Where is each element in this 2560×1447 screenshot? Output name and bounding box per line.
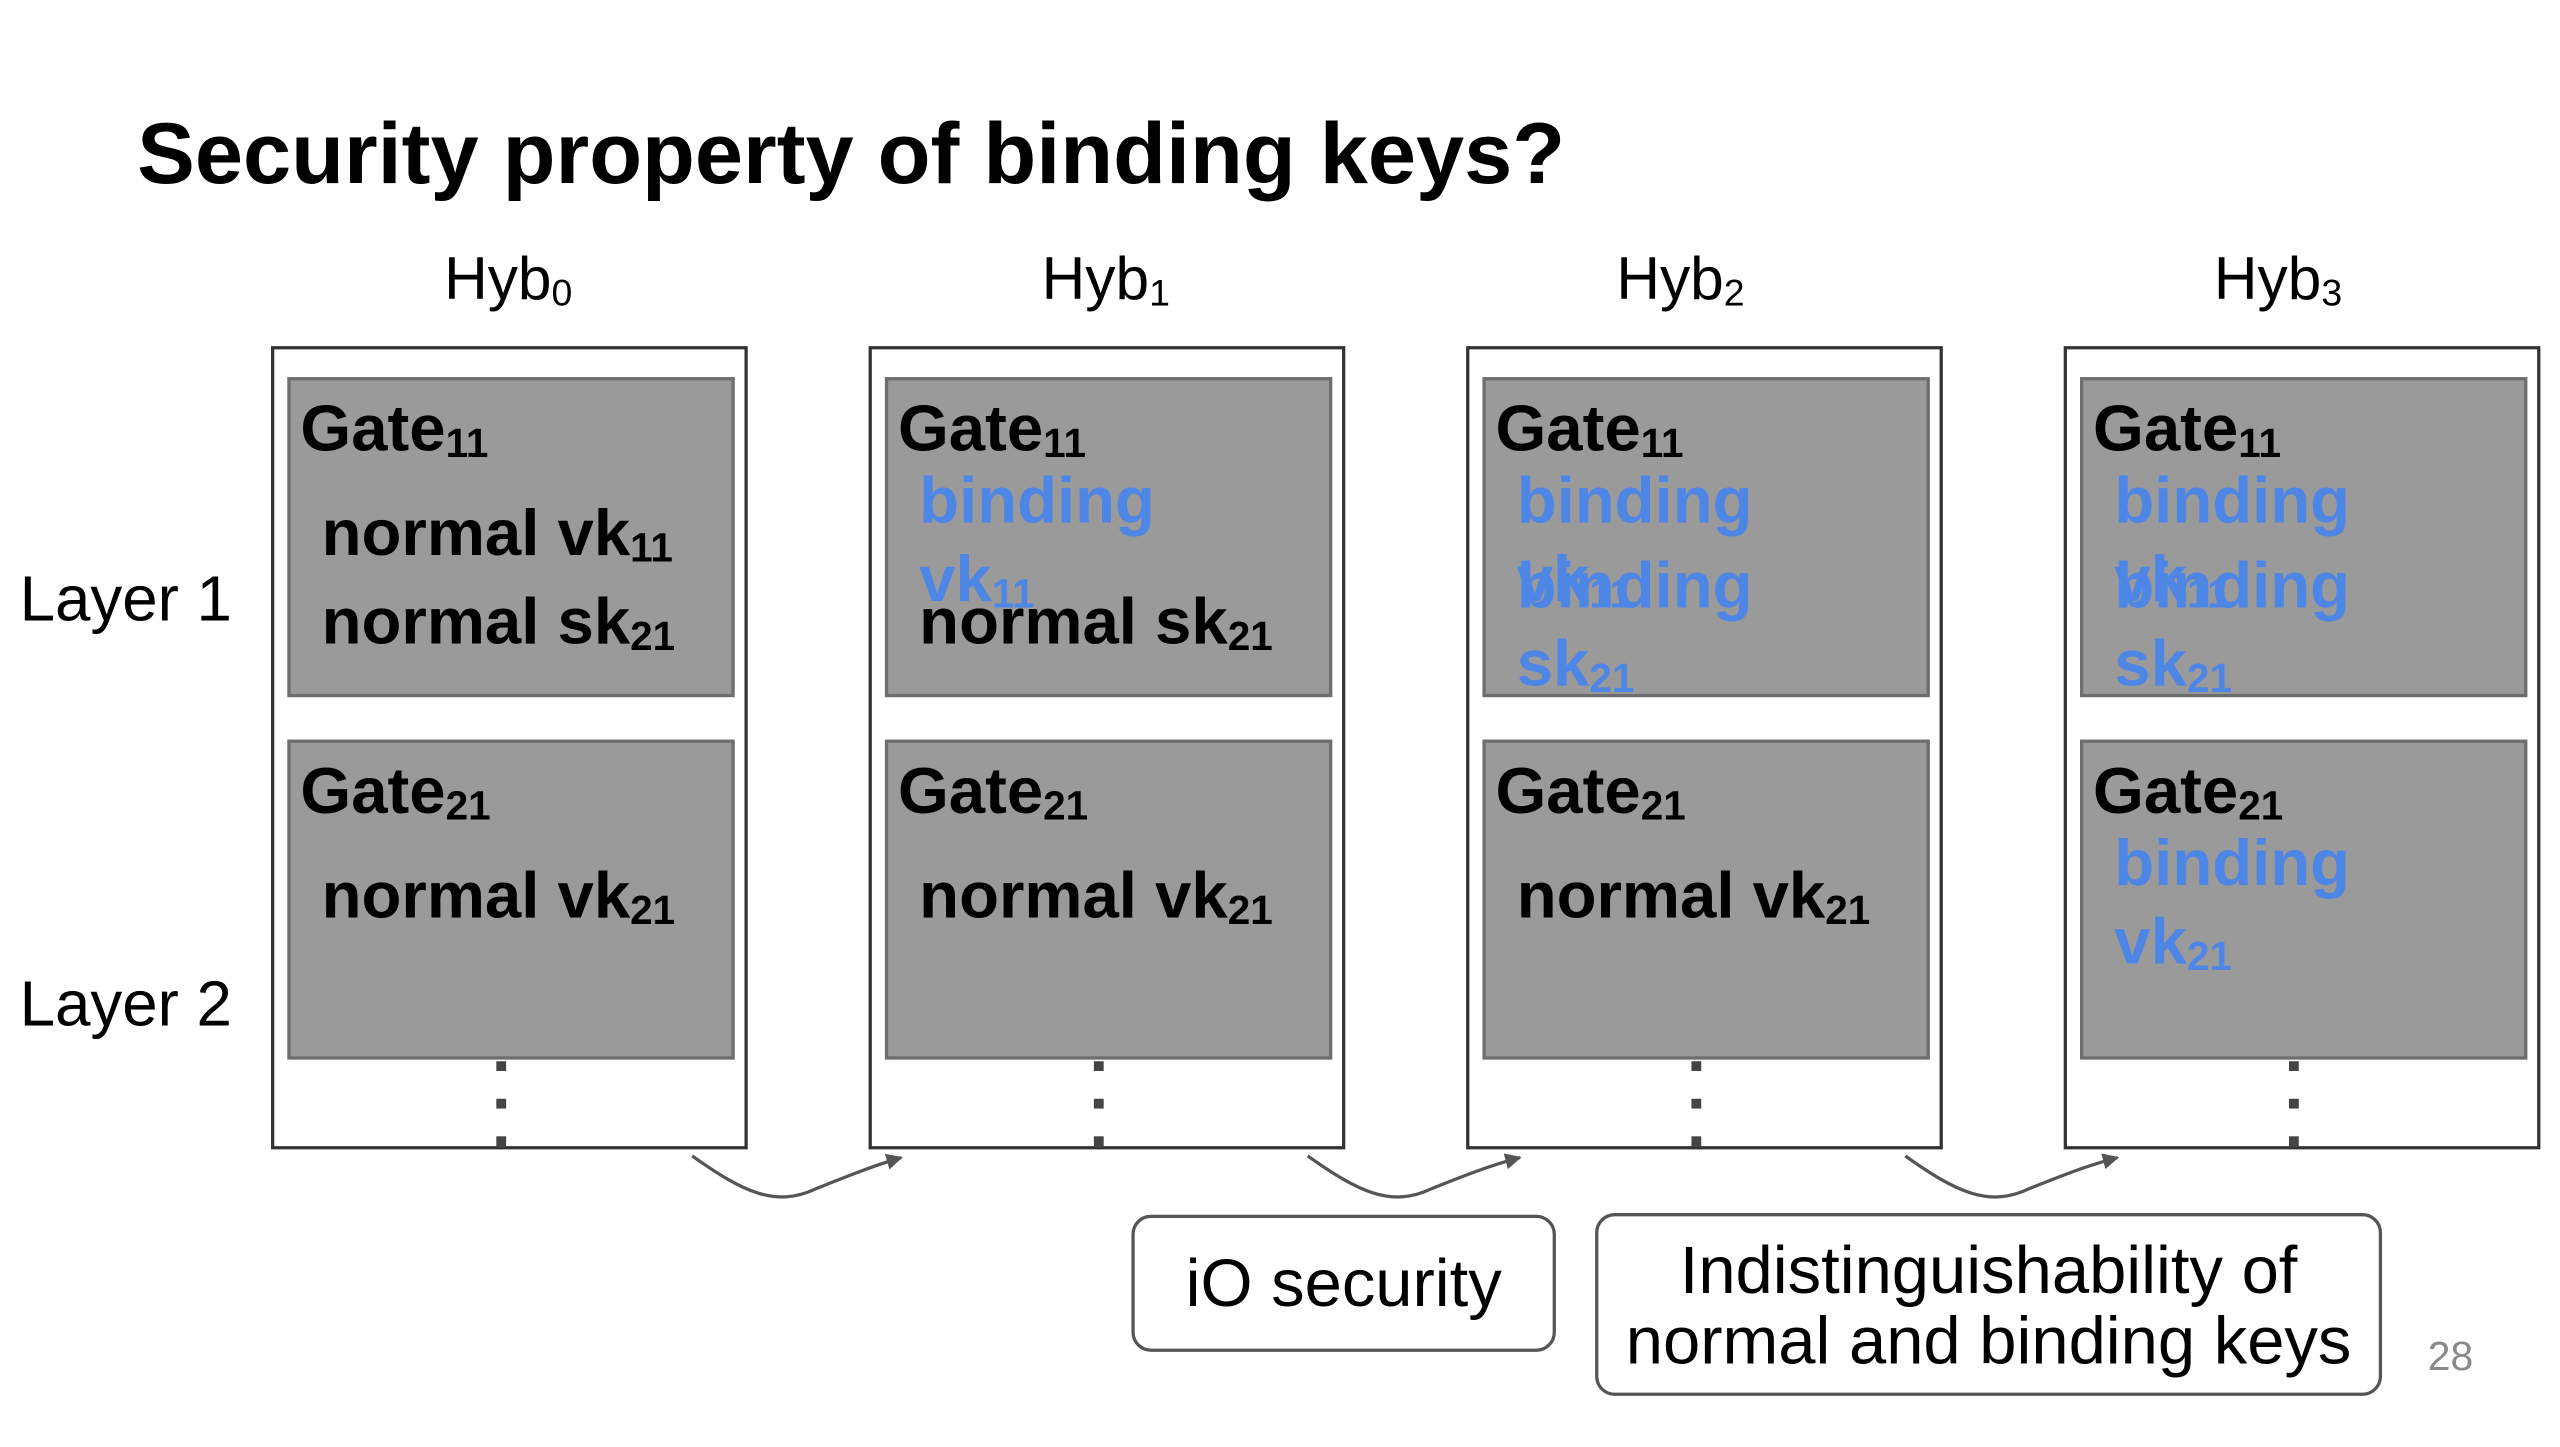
hyb-2-label: Hyb2: [1616, 244, 1745, 314]
indistinguishability-callout: Indistinguishability of normal and bindi…: [1595, 1213, 2383, 1396]
hyb-3-label: Hyb3: [2213, 244, 2343, 314]
hyb-0-panel: Gate11 normal vk11 normal sk21 Gate21 no…: [271, 346, 748, 1150]
normal-vk21: normal vk21: [919, 860, 1273, 935]
ellipsis-dots: [1691, 1061, 1702, 1147]
normal-vk21: normal vk21: [321, 860, 676, 935]
binding-vk21-word: binding: [2114, 827, 2351, 900]
binding-sk21-key: sk21: [2114, 628, 2232, 703]
gate-11-box: Gate11 binding vk11 normal sk21: [884, 377, 1333, 698]
gate-11-label: Gate11: [2093, 393, 2282, 468]
ellipsis-dots: [496, 1061, 507, 1147]
page-number: 28: [2427, 1333, 2474, 1380]
hyb-1-panel: Gate11 binding vk11 normal sk21 Gate21 n…: [868, 346, 1346, 1150]
slide-title: Security property of binding keys?: [137, 106, 1566, 203]
gate-21-label: Gate21: [897, 755, 1089, 831]
layer-2-label: Layer 2: [19, 969, 232, 1040]
io-security-callout: iO security: [1131, 1214, 1556, 1352]
arrow-hyb0-to-hyb1: [691, 1153, 903, 1199]
binding-sk21-word: binding: [1516, 550, 1753, 623]
ellipsis-dots: [2288, 1061, 2299, 1147]
indist-line-1: Indistinguishability of: [1679, 1232, 2298, 1308]
hyb-3-panel: Gate11 binding vk11 binding sk21 Gate21 …: [2063, 346, 2541, 1150]
binding-sk21-key: sk21: [1516, 628, 1635, 703]
ellipsis-dots: [1093, 1061, 1104, 1147]
normal-sk21: normal sk21: [919, 586, 1273, 661]
binding-vk11-word: binding: [1516, 465, 1753, 538]
binding-vk11-word: binding: [2114, 465, 2351, 538]
arrow-hyb2-to-hyb3: [1904, 1153, 2120, 1199]
gate-21-label: Gate21: [2093, 755, 2284, 831]
binding-vk11-word: binding: [919, 465, 1155, 538]
io-security-text: iO security: [1185, 1245, 1502, 1321]
binding-vk21-key: vk21: [2114, 906, 2232, 981]
hyb-1-label: Hyb1: [1041, 244, 1170, 314]
indist-line-2: normal and binding keys: [1625, 1302, 2352, 1378]
normal-vk21: normal vk21: [1516, 860, 1871, 935]
hyb-2-panel: Gate11 binding vk11 binding sk21 Gate21 …: [1466, 346, 1943, 1150]
arrow-hyb1-to-hyb2: [1306, 1153, 1522, 1199]
gate-11-label: Gate11: [1495, 393, 1684, 468]
gate-21-label: Gate21: [1495, 755, 1686, 831]
gate-11-box: Gate11 normal vk11 normal sk21: [287, 377, 735, 698]
gate-11-box: Gate11 binding vk11 binding sk21: [1482, 377, 1930, 701]
gate-21-box: Gate21 normal vk21: [1482, 739, 1930, 1060]
gate-21-box: Gate21 normal vk21: [287, 739, 735, 1060]
binding-vk11-key: vk11: [919, 543, 1035, 618]
hyb-0-label: Hyb0: [444, 244, 573, 314]
gate-11-box: Gate11 binding vk11 binding sk21: [2080, 377, 2528, 701]
binding-vk11-key: vk11: [1516, 543, 1633, 618]
gate-11-label: Gate11: [897, 393, 1086, 468]
binding-vk11-key: vk11: [2114, 543, 2230, 618]
layer-1-label: Layer 1: [19, 564, 232, 636]
gate-11-label: Gate11: [300, 393, 489, 468]
gate-21-box: Gate21 normal vk21: [884, 739, 1333, 1060]
gate-21-label: Gate21: [300, 755, 491, 831]
binding-sk21-word: binding: [2114, 550, 2351, 623]
normal-sk21: normal sk21: [321, 586, 676, 661]
gate-21-box: Gate21 binding vk21: [2080, 739, 2528, 1060]
normal-vk11: normal vk11: [321, 497, 673, 573]
